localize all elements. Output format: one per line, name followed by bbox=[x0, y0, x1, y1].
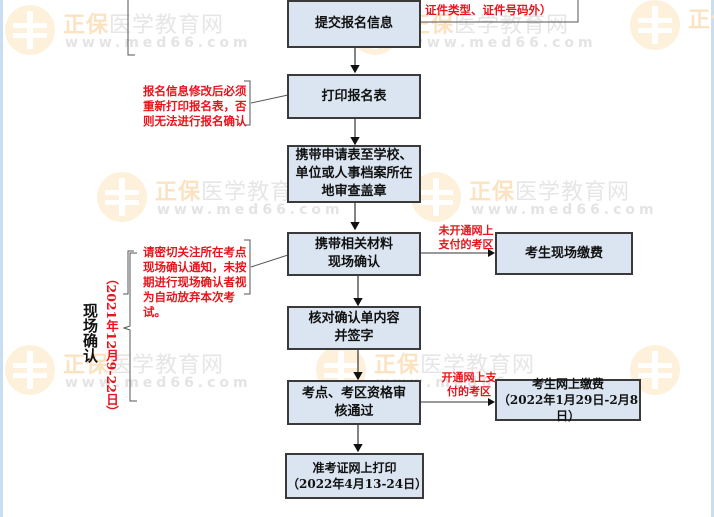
bracket-top bbox=[127, 0, 135, 56]
note-attention: 请密切关注所在考点现场确认通知，未按期进行现场确认者视为自动放弃本次考试。 bbox=[143, 245, 247, 319]
step-pay-online[interactable]: 考生网上缴费 （2022年1月29日-2月8日） bbox=[495, 377, 641, 423]
pay-online-dates: （2022年1月29日-2月8日） bbox=[497, 393, 639, 423]
phase-title: 现场确认 bbox=[81, 303, 99, 363]
step-pay-onsite[interactable]: 考生现场缴费 bbox=[495, 232, 633, 275]
note-top-partial: 证件类型、证件号码外） bbox=[425, 3, 552, 17]
step-onsite-confirm[interactable]: 携带相关材料现场确认 bbox=[287, 232, 421, 276]
connector-reprint-note bbox=[250, 94, 289, 104]
step-verify-sign[interactable]: 核对确认单内容并签字 bbox=[287, 306, 421, 350]
step-submit-info[interactable]: 提交报名信息 bbox=[287, 0, 421, 48]
bracket-reprint-note bbox=[244, 80, 251, 126]
label-online-pay: 开通网上支付的考区 bbox=[441, 371, 497, 398]
bracket-attention-note bbox=[244, 239, 251, 295]
right-border bbox=[711, 0, 714, 517]
step-review-pass[interactable]: 考点、考区资格审核通过 bbox=[287, 380, 421, 425]
step-print-form[interactable]: 打印报名表 bbox=[287, 74, 421, 119]
admit-card-dates: （2022年4月13-24日） bbox=[287, 477, 428, 491]
phase-dates: （2021年12月9-22日） bbox=[104, 272, 119, 418]
step-admit-card[interactable]: 准考证网上打印 （2022年4月13-24日） bbox=[285, 453, 428, 499]
bracket-attention-left bbox=[123, 250, 134, 295]
label-no-online-pay: 未开通网上支付的考区 bbox=[438, 224, 494, 251]
left-border bbox=[0, 0, 3, 517]
note-reprint: 报名信息修改后必须重新打印报名表，否则无法进行报名确认 bbox=[143, 84, 247, 128]
bracket-phase bbox=[122, 252, 137, 402]
connector-attention-note bbox=[250, 254, 289, 268]
step-stamp[interactable]: 携带申请表至学校、单位或人事档案所在地审查盖章 bbox=[287, 145, 421, 203]
